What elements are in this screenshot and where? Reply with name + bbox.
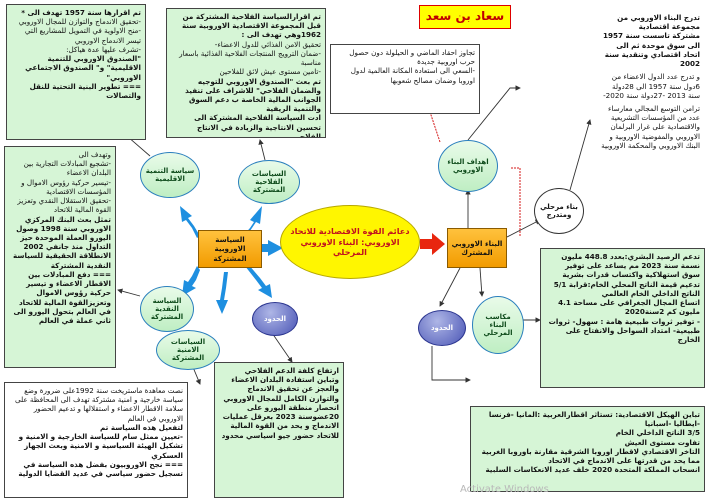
note-line: -تشرف عليها عدة هياكل: xyxy=(66,44,141,54)
note-line: تم بعث "الصندوق الاوروبي للتوجيه والضمان… xyxy=(185,76,321,114)
regional-policy-node: سياسة التنمية الاقليمية xyxy=(140,152,200,198)
agri-policy-node: السياسات الفلاحية المشتركة xyxy=(238,160,300,204)
red-arrow-center-to-hub xyxy=(420,233,445,255)
blue-arrow-center-to-hub xyxy=(262,240,283,256)
note-line: -تيسير حركية رؤوس الاموال و المؤسسات الا… xyxy=(21,177,111,196)
left-limits-label: الحدود xyxy=(263,314,287,323)
red-line-right-connector xyxy=(510,167,521,236)
note-line: ترامن التوسع المجالي معارساء عدد من المؤ… xyxy=(601,103,700,150)
note-line: تدعيم قيمة الناتج المحلي الخام:قرابة 5/1… xyxy=(553,279,700,298)
note-line: تدرج البناء الاوروبي من مجموعة اقتصادية xyxy=(617,13,700,32)
line-goals-to-top-box xyxy=(467,85,521,141)
note-line: === دفع المبادلات بين الاقطار الاعضاء و … xyxy=(26,269,111,298)
note-line: -ضمان الترويج المنتجات الفلاحية الغذائية… xyxy=(179,48,321,68)
note-line: لتفعيل هذه السياسة تم xyxy=(100,422,183,432)
note-line: تفاوت مستوى العيش xyxy=(624,437,700,447)
agri-policy-label: السياسات الفلاحية المشتركة xyxy=(251,169,287,195)
note-line: === تطوير البنية التحتية للنقل والتصالات xyxy=(29,81,141,100)
gains-node: مكاسب البناء المرحلي xyxy=(472,296,524,354)
goals-node: اهداف البناء الاوروبي xyxy=(438,140,498,192)
note-line: -تعيين ممثل سام للسياسة الخارجية و الامن… xyxy=(18,432,183,460)
goals-note: تجاوز احقاد الماضي و الحيلولة دون حصول ح… xyxy=(330,44,480,114)
note-line: -منح الاولوية في التمويل للمشاريع التي ت… xyxy=(24,26,141,45)
policy-limits-note: ارتفاع كلفة الدعم الفلاحي وتباين استفادة… xyxy=(214,362,344,498)
author-name: سعاد بن سعد xyxy=(419,5,511,29)
note-line: نصت معاهدة ماستريخت سنة 1992على ضرورة وض… xyxy=(14,386,183,423)
note-line: "الصندوق الاوروبي للتنمية الاقليمية" و" … xyxy=(25,54,141,82)
line-monetary-to-left-box xyxy=(117,288,141,297)
blue-arrow-to-regional xyxy=(180,206,200,238)
gains-note: تدعم الرصيد البشري:بعدد 448.8 مليون نسمة… xyxy=(540,248,705,388)
monetary-policy-node: السياسة النقدية المشتركة xyxy=(140,286,194,332)
note-line: وتباين استفادة البلدان الاعضاء والعجز عن… xyxy=(223,375,339,403)
left-limits-node: الحدود xyxy=(252,302,298,336)
goals-label: اهداف البناء الاوروبي xyxy=(447,157,489,174)
note-line: -تحقيق الاستقلال النقدي وتعزيز القوة الم… xyxy=(17,196,111,215)
note-line: -السعي الى استعادة المكانة العالمية لدول… xyxy=(350,66,475,85)
note-line: 3/5 الناتج الداخلي الخام xyxy=(615,428,700,438)
note-line: مشتركة تاسست سنة 1957 الى سوق موحدة ثم ا… xyxy=(603,31,700,69)
note-line: -تحقيق الاندماج والتوازن للمجال الاوروبي xyxy=(18,17,141,27)
note-line: تحقيق الامن الغذائي للدول الاعضاء- xyxy=(214,39,321,49)
note-line: تباين الهيكل الاقتصادية: تستاثر اقطارالع… xyxy=(488,410,700,429)
line-hub-to-stages xyxy=(504,219,541,239)
blue-arrow-to-monetary xyxy=(182,266,200,296)
building-stages-note: تدرج البناء الاوروبي من مجموعة اقتصادية … xyxy=(596,10,704,242)
blue-arrow-group xyxy=(180,206,283,314)
agri-policy-note: تم اقرارالسياسة الفلاحية المشتركة من قبل… xyxy=(166,8,326,138)
regional-policy-note: تم اقرارها سنة 1957 تهدف الى * -تحقيق ال… xyxy=(6,4,146,140)
note-line: و تدرج عدد الدول الاعضاء من 6دول سنة 195… xyxy=(603,72,700,100)
central-topic: دعائم القوة الاقتصادية للاتحاد الاوروبي:… xyxy=(280,205,420,279)
security-policy-node: السياسات الامنية المشتركة xyxy=(156,330,220,370)
central-topic-label: دعائم القوة الاقتصادية للاتحاد الاوروبي:… xyxy=(290,226,410,258)
note-line: تم اقرارالسياسة الفلاحية المشتركة من قبل… xyxy=(181,12,321,40)
line-hub-to-gains xyxy=(478,267,485,297)
activate-windows-watermark: Activate Windows xyxy=(460,484,549,495)
building-stages-node: بناء مرحلي ومتدرج xyxy=(534,188,584,234)
note-line: انسحاب المملكة المتحدة 2020 خلف عديد الا… xyxy=(485,465,700,475)
note-line: تجاوز احقاد الماضي و الحيلولة دون حصول ح… xyxy=(349,48,475,67)
blue-arrow-to-agri xyxy=(241,206,262,240)
note-line: - توفير ثروات طبيعية هامة : سهول- ثروات … xyxy=(548,316,700,344)
gains-label: مكاسب البناء المرحلي xyxy=(483,312,513,338)
note-line: وتهدف الى xyxy=(78,150,111,159)
note-line: تمثل بعث البنك المركزي الاوروبي سنة 1998… xyxy=(13,214,111,270)
note-line: انحصار منطقة اليورو على 20عضوسنة 2023 بع… xyxy=(221,402,339,440)
monetary-policy-note: وتهدف الى -تشجيع المبادلات التجارية بين … xyxy=(4,146,116,368)
line-hub-to-limits xyxy=(439,267,461,307)
blue-arrow-to-security xyxy=(216,272,228,314)
note-line: تدعم الرصيد البشري:بعدد 448.8 مليون نسمة… xyxy=(561,252,700,280)
line-agri-to-topmid xyxy=(258,139,266,161)
blue-arrow-to-limits xyxy=(245,264,272,298)
right-limits-label: الحدود xyxy=(430,323,454,332)
note-line: === نجح الاوروبيون بفضل هذه السياسة في ت… xyxy=(18,459,183,478)
monetary-policy-label: السياسة النقدية المشتركة xyxy=(150,296,184,322)
line-limits-to-bottom-right xyxy=(431,346,471,383)
security-policy-note: نصت معاهدة ماستريخت سنة 1992على ضرورة وض… xyxy=(4,382,188,498)
red-line-goals-to-topcenter xyxy=(418,111,441,143)
common-building-hub-label: البناء الاوروبي المشترك xyxy=(451,238,503,257)
line-stages-to-top-right xyxy=(569,119,592,191)
regional-policy-label: سياسة التنمية الاقليمية xyxy=(145,166,195,183)
common-policy-hub: السياسة الاوروبية المشتركة xyxy=(198,230,262,268)
note-line: تم اقرارها سنة 1957 تهدف الى * xyxy=(21,8,141,17)
note-line: -تامين مستوى عيش لائق للفلاحين xyxy=(219,67,321,77)
common-building-hub: البناء الاوروبي المشترك xyxy=(447,228,507,268)
building-limits-note: تباين الهيكل الاقتصادية: تستاثر اقطارالع… xyxy=(470,406,705,492)
note-line: ارتفاع كلفة الدعم الفلاحي xyxy=(244,366,339,375)
note-line: ادت السياسة الفلاحية المشتركة الى تحسين … xyxy=(194,113,321,138)
note-line: وتعزيزالقوة المالية للاتحاد في العالم بت… xyxy=(13,297,111,325)
note-line: التاخر الاقتصادي لاقطار اوروبا الشرقية م… xyxy=(481,446,700,466)
security-policy-label: السياسات الامنية المشتركة xyxy=(170,337,206,363)
right-limits-node: الحدود xyxy=(418,310,466,346)
note-line: -تشجيع المبادلات التجارية بين البلدان ال… xyxy=(23,159,111,178)
note-line: اتساع المجال الجغرافي على مساحة 4.1 مليو… xyxy=(558,298,700,317)
building-stages-label: بناء مرحلي ومتدرج xyxy=(540,202,578,219)
common-policy-hub-label: السياسة الاوروبية المشتركة xyxy=(213,235,247,263)
